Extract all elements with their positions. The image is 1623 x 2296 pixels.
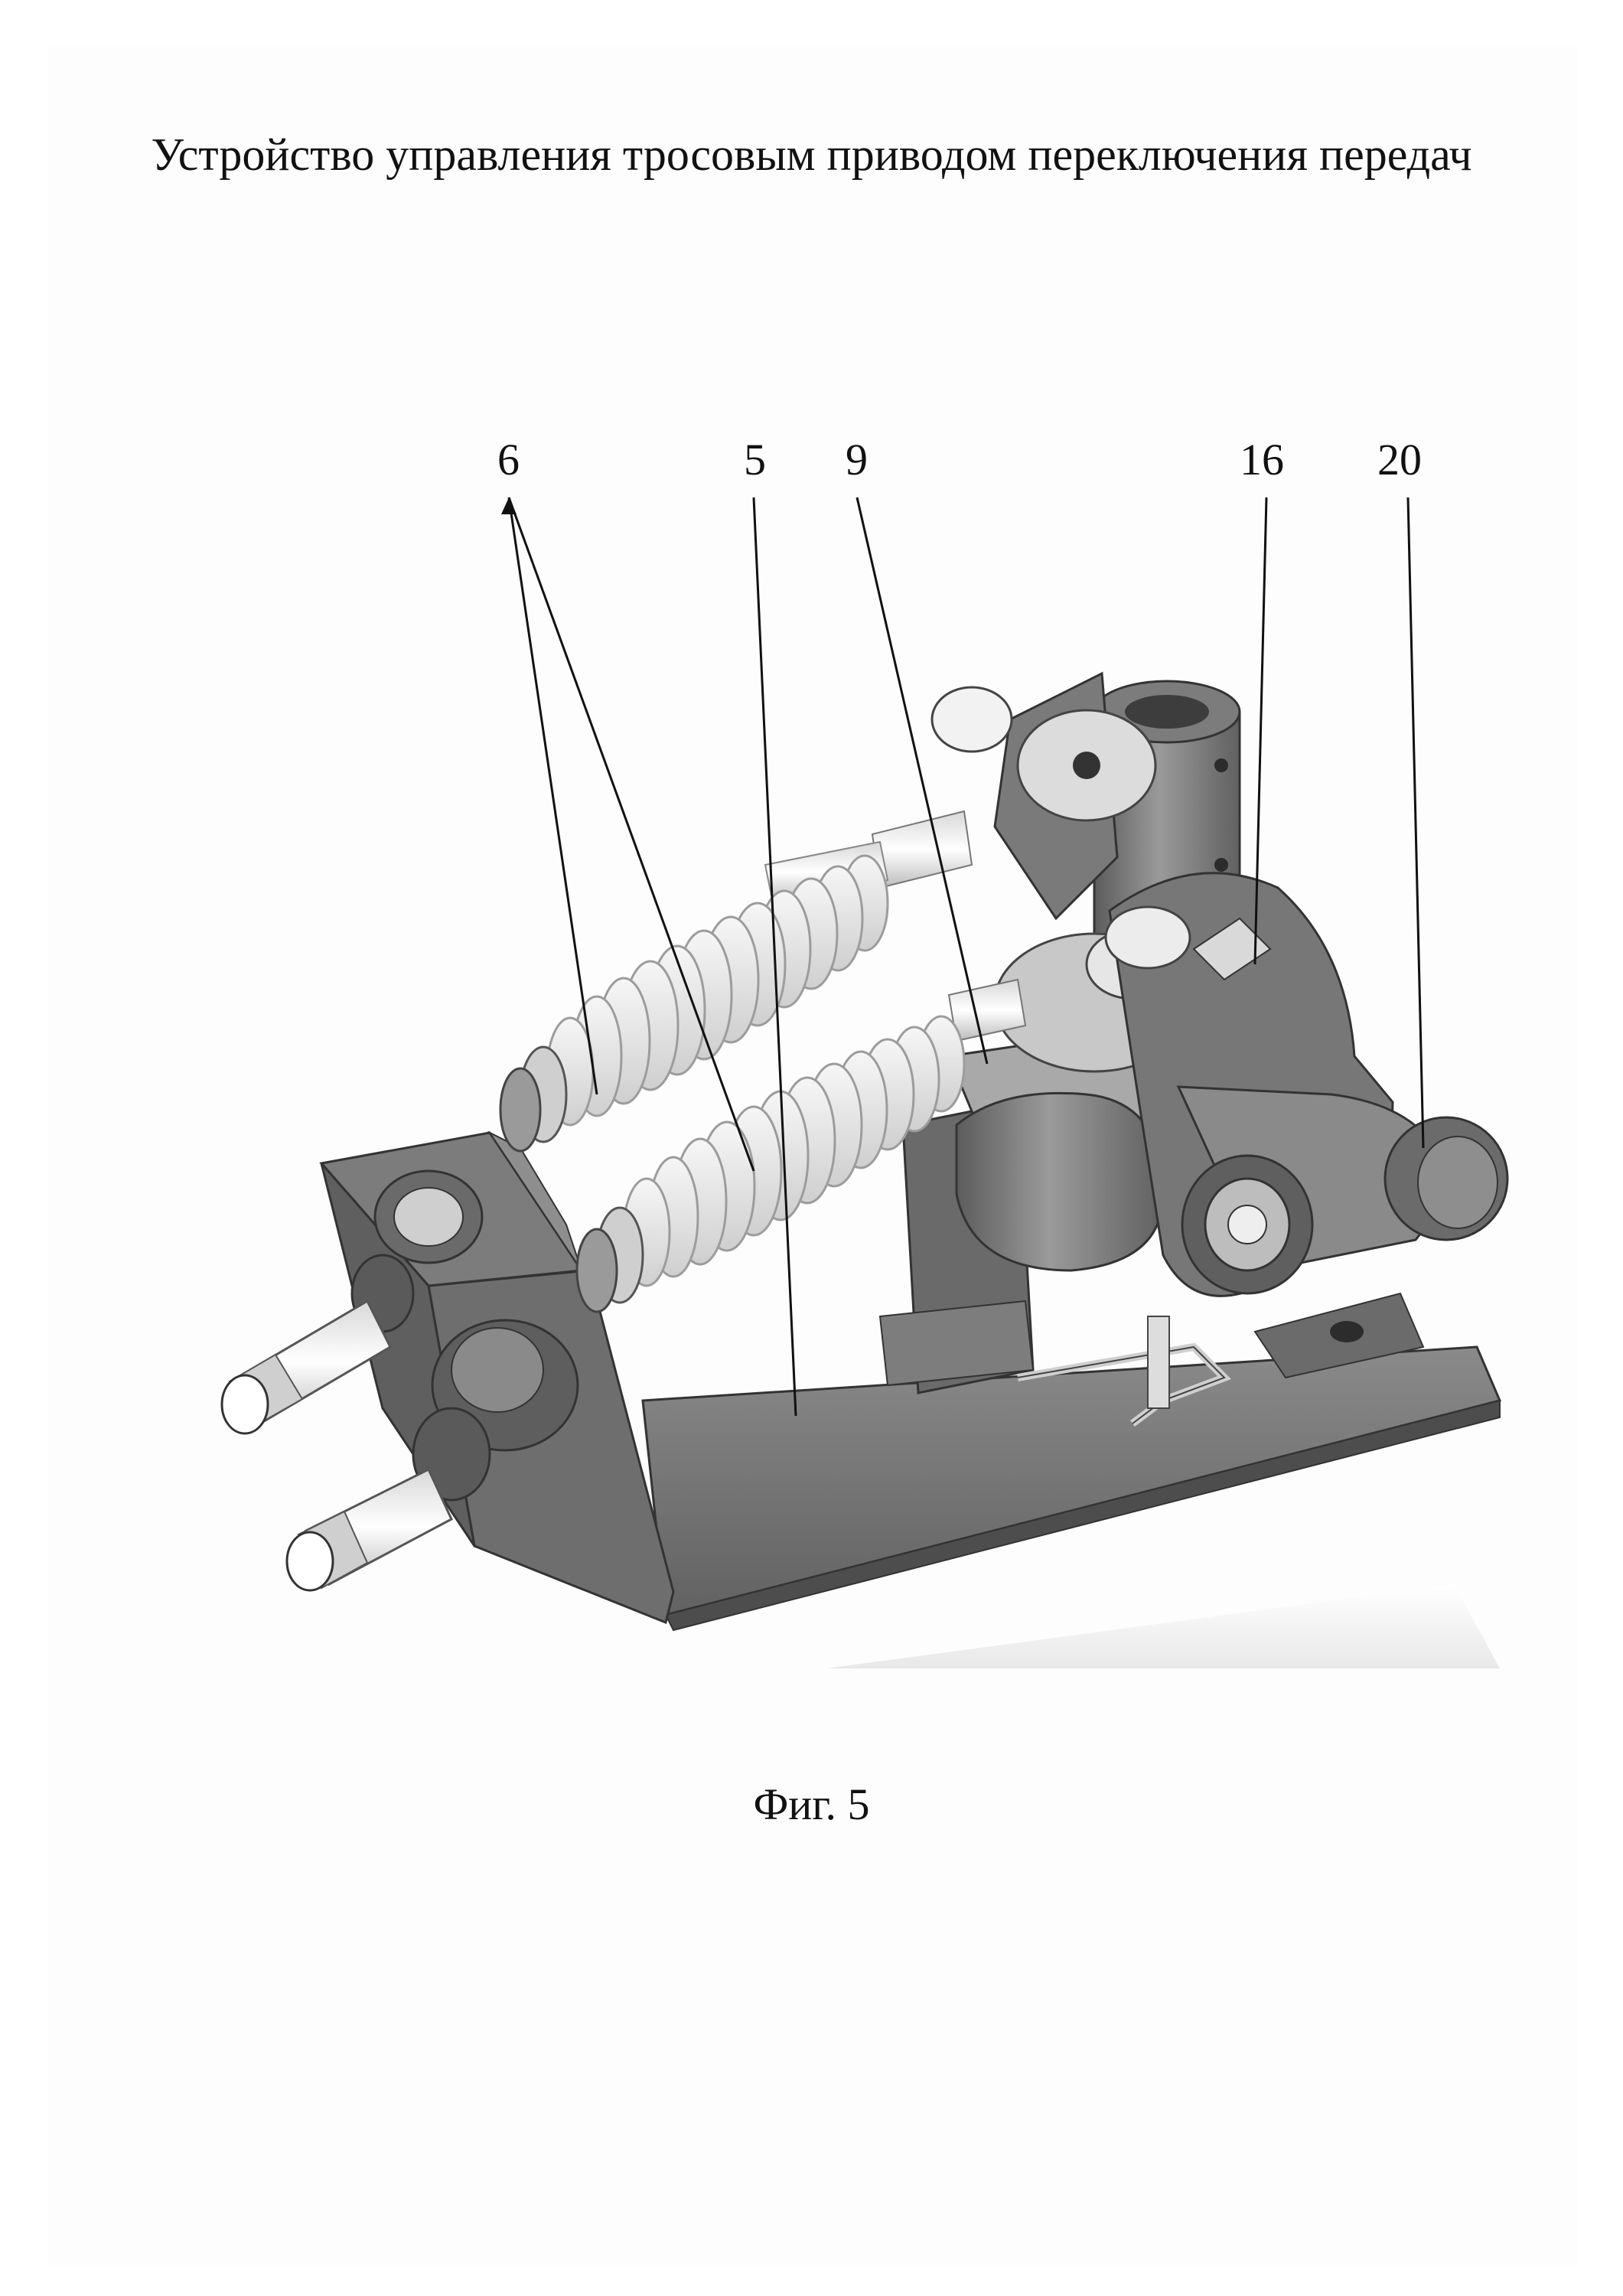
upper-cable-assembly <box>499 810 973 1153</box>
callout-5: 5 <box>744 435 766 484</box>
upper-lever <box>930 671 1157 921</box>
figure-caption: Фиг. 5 <box>753 1779 870 1829</box>
floor-shadow <box>826 1584 1500 1668</box>
callout-20: 20 <box>1377 435 1422 484</box>
base-plate <box>641 1345 1502 1632</box>
svg-text:20: 20 <box>1377 435 1422 484</box>
leader-lines <box>501 497 1425 1417</box>
svg-text:6: 6 <box>497 435 520 484</box>
svg-text:16: 16 <box>1240 435 1284 484</box>
callout-9: 9 <box>846 435 868 484</box>
svg-text:5: 5 <box>744 435 766 484</box>
right-housing <box>1104 872 1509 1379</box>
lower-cable-assembly <box>575 978 1027 1313</box>
document-title: Устройство управления тросовым приводом … <box>151 129 1472 180</box>
upper-output-rod <box>220 1299 392 1435</box>
front-ball-housings <box>350 1169 579 1502</box>
callout-6: 6 <box>497 435 520 484</box>
callout-16: 16 <box>1240 435 1284 484</box>
svg-text:9: 9 <box>846 435 868 484</box>
lower-output-rod <box>285 1467 453 1592</box>
linkage-rod <box>1017 1316 1232 1427</box>
